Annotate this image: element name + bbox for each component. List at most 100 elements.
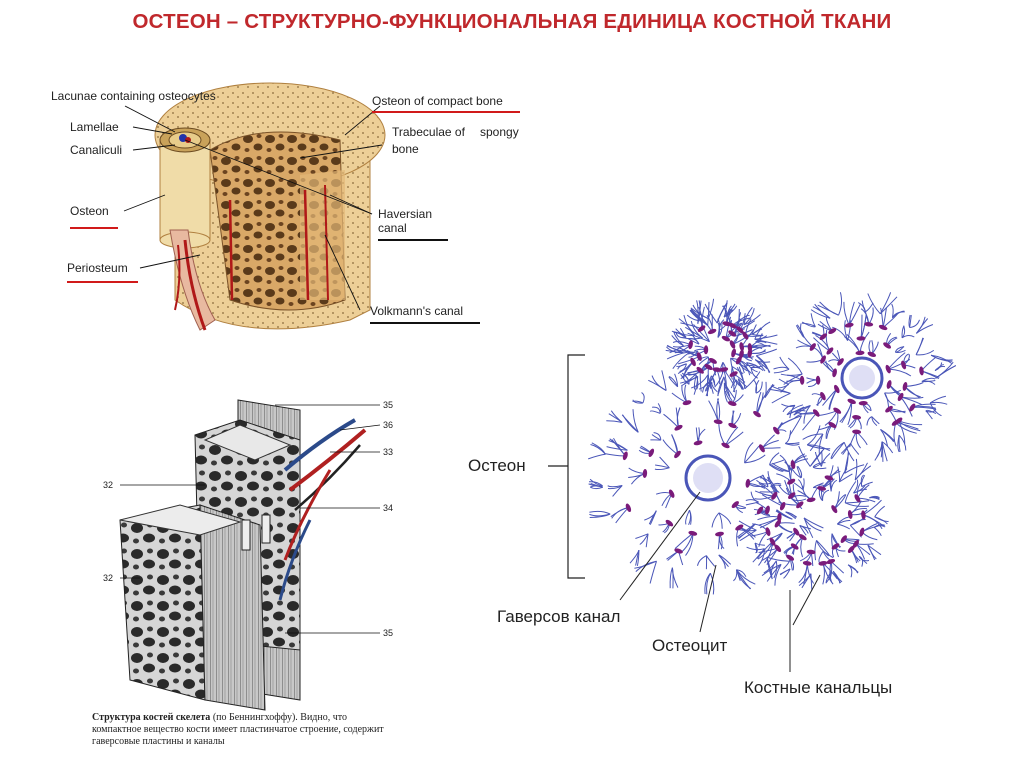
osteocyte xyxy=(773,426,780,435)
canaliculus xyxy=(815,451,822,467)
canaliculus xyxy=(745,501,759,506)
canaliculus xyxy=(648,510,657,525)
osteocyte xyxy=(790,460,796,470)
canaliculus xyxy=(844,452,849,474)
osteocyte xyxy=(719,367,729,372)
canaliculus xyxy=(812,306,831,319)
canaliculus xyxy=(680,322,702,330)
canaliculus xyxy=(681,373,697,378)
canaliculus xyxy=(774,564,782,586)
canaliculus xyxy=(690,307,709,320)
canaliculus xyxy=(663,413,679,429)
canaliculus xyxy=(698,381,710,390)
osteocyte xyxy=(731,501,739,509)
osteocyte xyxy=(735,356,742,365)
canaliculus xyxy=(925,409,937,415)
num-34: 34 xyxy=(383,503,394,513)
osteocyte xyxy=(648,448,655,457)
canaliculus xyxy=(661,370,667,391)
canaliculus xyxy=(766,532,783,541)
canaliculus xyxy=(930,401,948,405)
canaliculus xyxy=(844,481,857,503)
num-32-bottom: 32 xyxy=(103,573,114,583)
grey-bone-block xyxy=(119,399,367,711)
canaliculus xyxy=(858,555,864,567)
canaliculus xyxy=(738,520,757,531)
canaliculus xyxy=(880,429,888,447)
canaliculus xyxy=(723,303,736,318)
canaliculus xyxy=(668,376,678,388)
label-trabeculae-spongy: spongy xyxy=(480,125,519,139)
page-title: ОСТЕОН – СТРУКТУРНО-ФУНКЦИОНАЛЬНАЯ ЕДИНИ… xyxy=(132,10,892,33)
canaliculus xyxy=(916,324,934,334)
canaliculus xyxy=(769,452,780,465)
canaliculus xyxy=(915,318,929,334)
osteocyte xyxy=(682,400,692,406)
canaliculus xyxy=(736,569,741,581)
osteocyte xyxy=(819,333,828,341)
canaliculus xyxy=(632,409,639,433)
canaliculus xyxy=(879,292,892,315)
osteocyte xyxy=(693,440,703,446)
canaliculus xyxy=(693,376,699,395)
canaliculus xyxy=(929,395,946,404)
num-35-bottom: 35 xyxy=(383,628,394,638)
canaliculus xyxy=(904,382,924,387)
canaliculus xyxy=(802,433,823,440)
canaliculus xyxy=(873,527,882,537)
canaliculus xyxy=(743,306,753,325)
bone-cylinder xyxy=(154,82,386,331)
canaliculus xyxy=(726,305,732,318)
canaliculus xyxy=(754,334,778,340)
osteocyte xyxy=(828,328,837,335)
canaliculus xyxy=(685,509,690,525)
osteocyte xyxy=(833,407,842,414)
osteocyte xyxy=(798,534,807,541)
canaliculus xyxy=(718,424,726,446)
osteocyte xyxy=(642,469,648,478)
canaliculus xyxy=(744,442,754,463)
canaliculus xyxy=(854,458,858,481)
canaliculus xyxy=(736,569,747,577)
osteocyte xyxy=(834,384,840,394)
osteocyte xyxy=(712,367,722,372)
osteocyte xyxy=(697,325,706,332)
canaliculus xyxy=(632,400,644,404)
canaliculus xyxy=(706,572,711,595)
canaliculus xyxy=(686,314,703,322)
canaliculus xyxy=(854,465,872,481)
canaliculus xyxy=(688,510,692,526)
osteocyte xyxy=(727,401,737,406)
canaliculus xyxy=(744,445,760,464)
canaliculus xyxy=(766,477,778,493)
canaliculus xyxy=(608,413,623,423)
caption-text: (по Беннингхоффу). Видно, что компактное… xyxy=(92,712,384,747)
canaliculus xyxy=(668,375,679,387)
label-lamellae: Lamellae xyxy=(70,120,119,134)
canaliculus xyxy=(895,346,905,353)
canaliculus xyxy=(739,529,757,542)
canaliculus xyxy=(750,367,759,379)
canaliculus xyxy=(832,570,841,584)
canaliculus xyxy=(789,415,802,436)
num-36: 36 xyxy=(383,420,394,430)
canaliculus xyxy=(904,386,921,399)
osteocyte xyxy=(815,375,821,385)
canaliculus xyxy=(703,357,710,369)
canaliculus xyxy=(822,550,834,559)
canaliculus xyxy=(786,404,804,416)
canaliculus xyxy=(836,516,849,525)
canaliculus xyxy=(847,320,852,341)
canaliculus xyxy=(635,533,649,539)
canaliculus xyxy=(766,564,782,582)
osteocyte xyxy=(826,347,834,355)
canaliculus xyxy=(787,357,803,375)
canaliculus xyxy=(817,304,839,316)
canaliculus xyxy=(807,444,831,450)
canaliculus xyxy=(609,438,628,451)
canaliculus xyxy=(929,402,942,417)
canaliculus xyxy=(884,389,902,394)
osteocyte xyxy=(897,392,904,402)
osteocyte xyxy=(856,336,866,341)
